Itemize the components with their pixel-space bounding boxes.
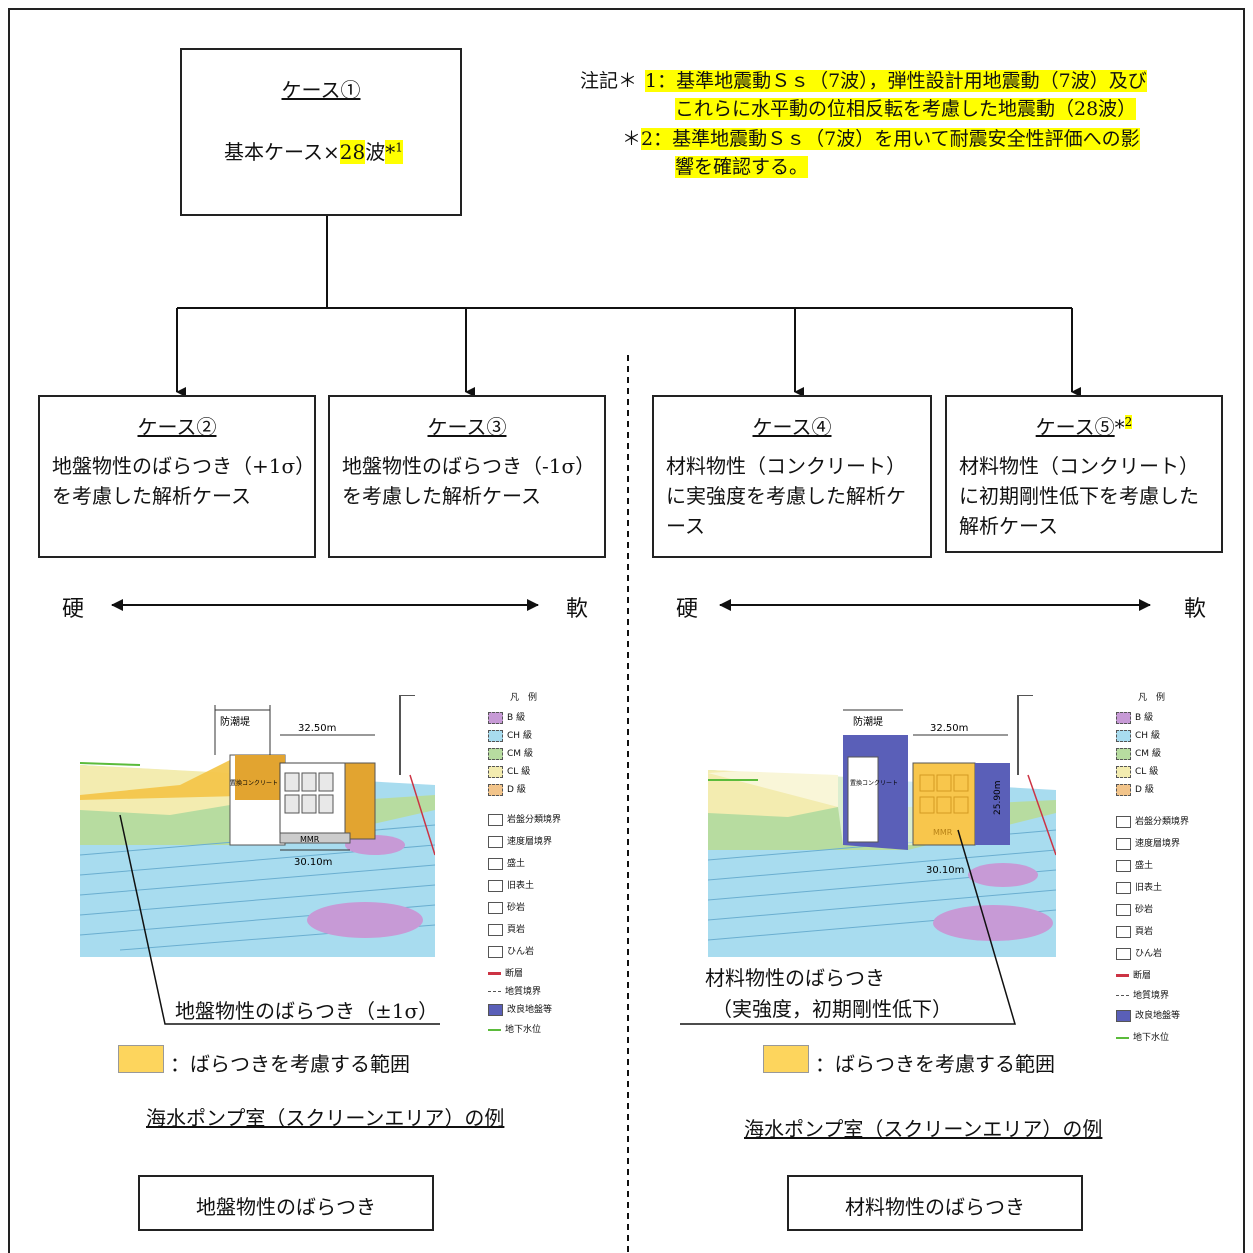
left-cross-section: MMR 防潮堤 32.50m 30.10m 置換コンクリート xyxy=(80,695,435,957)
axis-hard-left: 硬 xyxy=(62,597,85,622)
case-4-title: ケース④ xyxy=(752,415,832,439)
left-width-bottom: 30.10m xyxy=(294,857,332,868)
legend-item-geologic-boundary: 地質境界 xyxy=(488,984,541,997)
right-swatch-note: ：ばらつきを考慮する範囲 xyxy=(815,1052,1055,1076)
note-1-line-2: これらに水平動の位相反転を考慮した地震動（28波） xyxy=(675,98,1137,120)
legend-title: 凡 例 xyxy=(1138,693,1166,703)
left-callout: 地盤物性のばらつき（±1σ） xyxy=(175,999,439,1023)
legend-item-d: D 級 xyxy=(488,782,526,796)
legend-item-groundwater: 地下水位 xyxy=(488,1022,541,1035)
axis-soft-left: 軟 xyxy=(566,597,589,622)
base-case-title: ケース① xyxy=(281,78,361,102)
case-5-title: ケース⑤*2 xyxy=(1035,415,1133,439)
legend-item-geologic-boundary: 地質境界 xyxy=(1116,988,1169,1001)
legend-item-cm: CM 級 xyxy=(488,746,533,760)
base-case-body: 基本ケース×28波*1 xyxy=(224,140,403,164)
axis-soft-right: 軟 xyxy=(1184,597,1207,622)
left-mmr-label: MMR xyxy=(300,835,320,844)
legend-item-sandstone: 砂岩 xyxy=(1116,902,1153,916)
right-footer-box: 材料物性のばらつき xyxy=(787,1175,1083,1231)
right-width-bottom: 30.10m xyxy=(926,865,964,876)
base-case-box: ケース① 基本ケース×28波*1 xyxy=(180,48,462,216)
legend-item-cl: CL 級 xyxy=(488,764,530,778)
legend-item-shale: 頁岩 xyxy=(488,922,525,936)
case-2-title: ケース② xyxy=(137,415,217,439)
legend-item-d: D 級 xyxy=(1116,782,1154,796)
legend-item-velocity-boundary: 速度層境界 xyxy=(1116,836,1180,850)
case-4-box: ケース④ 材料物性（コンクリート）に実強度を考慮した解析ケース xyxy=(652,395,932,558)
legend-item-rock-boundary: 岩盤分類境界 xyxy=(1116,814,1189,828)
case-3-title: ケース③ xyxy=(427,415,507,439)
right-concrete-label: 置換コンクリート xyxy=(850,779,898,787)
legend-item-ch: CH 級 xyxy=(1116,728,1160,742)
legend-item-rock-boundary: 岩盤分類境界 xyxy=(488,812,561,826)
right-callout-line-2: （実強度，初期剛性低下） xyxy=(712,997,952,1021)
left-swatch-note: ：ばらつきを考慮する範囲 xyxy=(170,1052,410,1076)
legend-item-old-topsoil: 旧表土 xyxy=(1116,880,1162,894)
axis-hard-right: 硬 xyxy=(676,597,699,622)
right-mmr-label: MMR xyxy=(933,828,953,837)
case-3-body: 地盤物性のばらつき（-1σ）を考慮した解析ケース xyxy=(342,454,596,508)
legend-item-shale: 頁岩 xyxy=(1116,924,1153,938)
right-cross-section: 防潮堤 32.50m 30.10m 25.90m MMR 置換コンクリート xyxy=(708,695,1056,957)
notes-label: 注記＊ xyxy=(580,70,638,92)
right-swatch xyxy=(763,1045,809,1073)
right-example: 海水ポンプ室（スクリーンエリア）の例 xyxy=(744,1117,1103,1141)
note-2-line-2: 響を確認する。 xyxy=(675,156,809,178)
legend-item-sandstone: 砂岩 xyxy=(488,900,525,914)
legend-item-b: B 級 xyxy=(488,710,525,724)
left-example: 海水ポンプ室（スクリーンエリア）の例 xyxy=(146,1106,505,1130)
right-height: 25.90m xyxy=(993,780,1003,815)
outer-frame xyxy=(8,8,1245,1253)
legend-item-fault: 断層 xyxy=(488,966,523,979)
legend-item-fault: 断層 xyxy=(1116,968,1151,981)
legend-item-improved-ground: 改良地盤等 xyxy=(488,1002,552,1016)
left-footer-box: 地盤物性のばらつき xyxy=(138,1175,434,1231)
legend-item-porphyrite: ひん岩 xyxy=(488,944,534,958)
right-legend: 凡 例 B 級 CH 級 CM 級 CL 級 D 級 岩盤分類境界 速度層境界 … xyxy=(1116,690,1226,1043)
left-legend: 凡 例 B 級 CH 級 CM 級 CL 級 D 級 岩盤分類境界 速度層境界 … xyxy=(488,690,598,1035)
legend-item-ch: CH 級 xyxy=(488,728,532,742)
legend-item-porphyrite: ひん岩 xyxy=(1116,946,1162,960)
right-callout-line-1: 材料物性のばらつき xyxy=(705,966,885,990)
case-2-body: 地盤物性のばらつき（+1σ）を考慮した解析ケース xyxy=(52,454,306,508)
case-4-body: 材料物性（コンクリート）に実強度を考慮した解析ケース xyxy=(666,454,906,538)
right-footer: 材料物性のばらつき xyxy=(845,1195,1025,1219)
case-5-body: 材料物性（コンクリート）に初期剛性低下を考慮した解析ケース xyxy=(959,454,1199,538)
left-wall-label: 防潮堤 xyxy=(220,715,250,728)
legend-item-b: B 級 xyxy=(1116,710,1153,724)
right-width-top: 32.50m xyxy=(930,723,968,734)
note-1-line-1: 1：基準地震動Ｓｓ（7波），弾性設計用地震動（7波）及び xyxy=(645,70,1147,92)
legend-item-fill: 盛土 xyxy=(488,856,525,870)
left-footer: 地盤物性のばらつき xyxy=(196,1195,376,1219)
legend-item-cm: CM 級 xyxy=(1116,746,1161,760)
case-3-box: ケース③ 地盤物性のばらつき（-1σ）を考慮した解析ケース xyxy=(328,395,606,558)
legend-item-groundwater: 地下水位 xyxy=(1116,1030,1169,1043)
legend-item-cl: CL 級 xyxy=(1116,764,1158,778)
legend-item-old-topsoil: 旧表土 xyxy=(488,878,534,892)
left-concrete-label: 置換コンクリート xyxy=(230,779,278,787)
legend-item-fill: 盛土 xyxy=(1116,858,1153,872)
case-2-box: ケース② 地盤物性のばらつき（+1σ）を考慮した解析ケース xyxy=(38,395,316,558)
legend-title: 凡 例 xyxy=(510,693,538,703)
legend-item-improved-ground: 改良地盤等 xyxy=(1116,1008,1180,1022)
case-5-box: ケース⑤*2 材料物性（コンクリート）に初期剛性低下を考慮した解析ケース xyxy=(945,395,1223,553)
left-swatch xyxy=(118,1045,164,1073)
legend-item-velocity-boundary: 速度層境界 xyxy=(488,834,552,848)
left-width-top: 32.50m xyxy=(298,723,336,734)
right-wall-label: 防潮堤 xyxy=(853,715,883,728)
note-2-line-1: ＊2：基準地震動Ｓｓ（7波）を用いて耐震安全性評価への影 xyxy=(622,128,1140,150)
